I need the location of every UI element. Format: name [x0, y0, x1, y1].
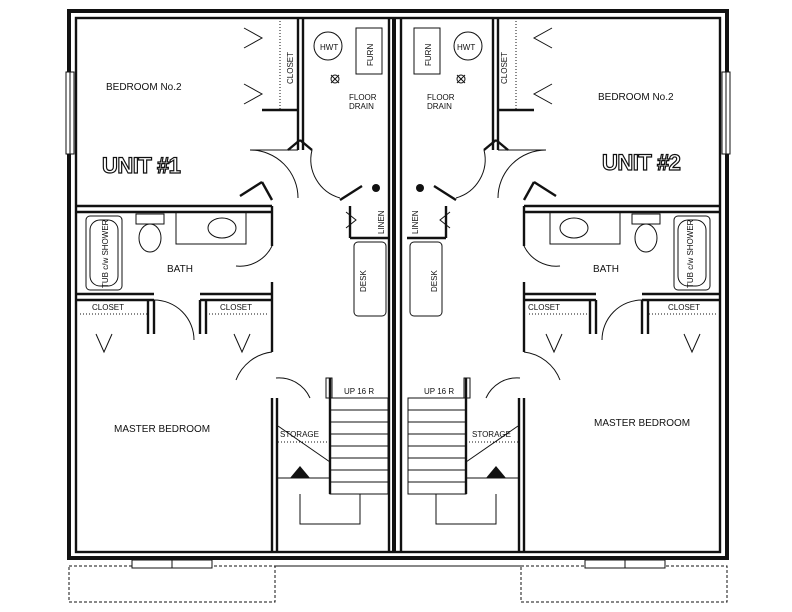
master-bedroom-label-unit-2: MASTER BEDROOM: [594, 418, 690, 429]
hwt-label-unit-1: HWT: [320, 43, 338, 52]
bedroom-2-label-unit-1: BEDROOM No.2: [106, 82, 182, 93]
tub-label-unit-1: TUB c/w SHOWER: [101, 219, 110, 288]
floor-label-unit-2: FLOOR: [427, 93, 455, 102]
stairs-label-unit-1: UP 16 R: [344, 387, 374, 396]
tub-label-unit-2: TUB c/w SHOWER: [686, 219, 695, 288]
drain-label-unit-2: DRAIN: [427, 102, 452, 111]
closet-right-label-unit-2: CLOSET: [668, 303, 700, 312]
desk-label-unit-2: DESK: [430, 270, 439, 292]
bath-label-unit-1: BATH: [167, 264, 193, 275]
unit-1-title: UNIT #1: [102, 153, 181, 178]
bedroom-2-label-unit-2: BEDROOM No.2: [598, 92, 674, 103]
bath-label-unit-2: BATH: [593, 264, 619, 275]
closet-left-label-unit-1: CLOSET: [92, 303, 124, 312]
closet-right-label-unit-1: CLOSET: [220, 303, 252, 312]
unit-2-labels: BEDROOM No.2 UNIT #2 BATH CLOSET CLOSET …: [411, 43, 700, 439]
stairs-label-unit-2: UP 16 R: [424, 387, 454, 396]
bottom-porches: [68, 559, 728, 603]
storage-label-unit-1: STORAGE: [280, 430, 319, 439]
storage-label-unit-2: STORAGE: [472, 430, 511, 439]
unit-1-doors: [95, 27, 357, 399]
closet-left-label-unit-2: CLOSET: [528, 303, 560, 312]
furn-label-unit-2: FURN: [424, 44, 433, 66]
unit-2-graphics: [407, 18, 720, 552]
linen-label-unit-1: LINEN: [377, 210, 386, 234]
desk-label-unit-1: DESK: [359, 270, 368, 292]
linen-label-unit-2: LINEN: [411, 210, 420, 234]
floor-label-unit-1: FLOOR: [349, 93, 377, 102]
hwt-label-unit-2: HWT: [457, 43, 475, 52]
master-bedroom-label-unit-1: MASTER BEDROOM: [114, 424, 210, 435]
outer-walls: [67, 9, 729, 560]
unit-1-fixtures: [85, 27, 389, 525]
furn-label-unit-1: FURN: [366, 44, 375, 66]
closet-top-label-unit-1: CLOSET: [286, 52, 295, 84]
unit-2-title: UNIT #2: [602, 150, 681, 175]
closet-top-label-unit-2: CLOSET: [500, 52, 509, 84]
unit-1-labels: BEDROOM No.2 UNIT #1 BATH CLOSET CLOSET …: [92, 43, 386, 439]
unit-1-walls: [76, 18, 389, 552]
drain-label-unit-1: DRAIN: [349, 102, 374, 111]
side-windows: [65, 71, 731, 155]
